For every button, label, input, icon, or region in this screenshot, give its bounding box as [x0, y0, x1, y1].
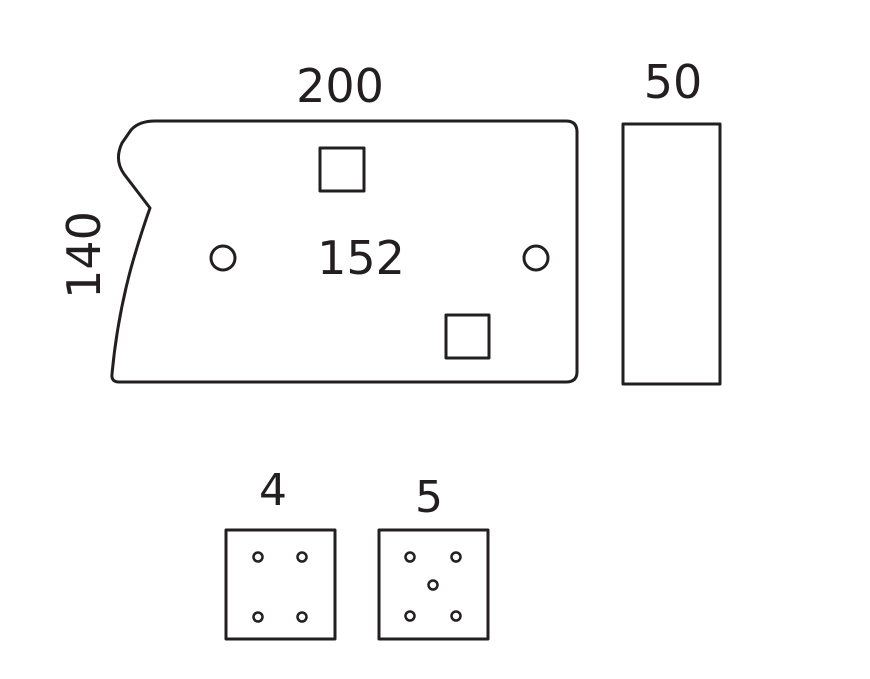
die-4-pip — [296, 611, 308, 623]
top-square-hole — [318, 146, 366, 193]
center-number-label: 152 — [317, 231, 405, 285]
die-5-label: 5 — [415, 472, 443, 523]
die-4-pip — [252, 611, 264, 623]
height-dimension-label: 140 — [57, 211, 111, 299]
die-5-pip — [404, 610, 416, 622]
die-4-face — [224, 528, 337, 641]
die-4-label: 4 — [259, 465, 287, 516]
side-view-outline — [621, 122, 722, 386]
die-5-pip — [450, 551, 462, 563]
bottom-square-hole — [444, 313, 491, 360]
die-5-pip — [404, 551, 416, 563]
width-dimension-label: 200 — [296, 59, 384, 113]
depth-dimension-label: 50 — [644, 55, 703, 109]
die-4-pip — [252, 551, 264, 563]
die-5 — [377, 528, 490, 641]
die-5-face — [377, 528, 490, 641]
die-4 — [224, 528, 337, 641]
main-piece-outline — [110, 119, 579, 384]
left-circle-hole — [209, 244, 237, 272]
die-5-pip — [427, 579, 439, 591]
right-circle-hole — [522, 244, 550, 272]
die-5-pip — [450, 610, 462, 622]
die-4-pip — [296, 551, 308, 563]
